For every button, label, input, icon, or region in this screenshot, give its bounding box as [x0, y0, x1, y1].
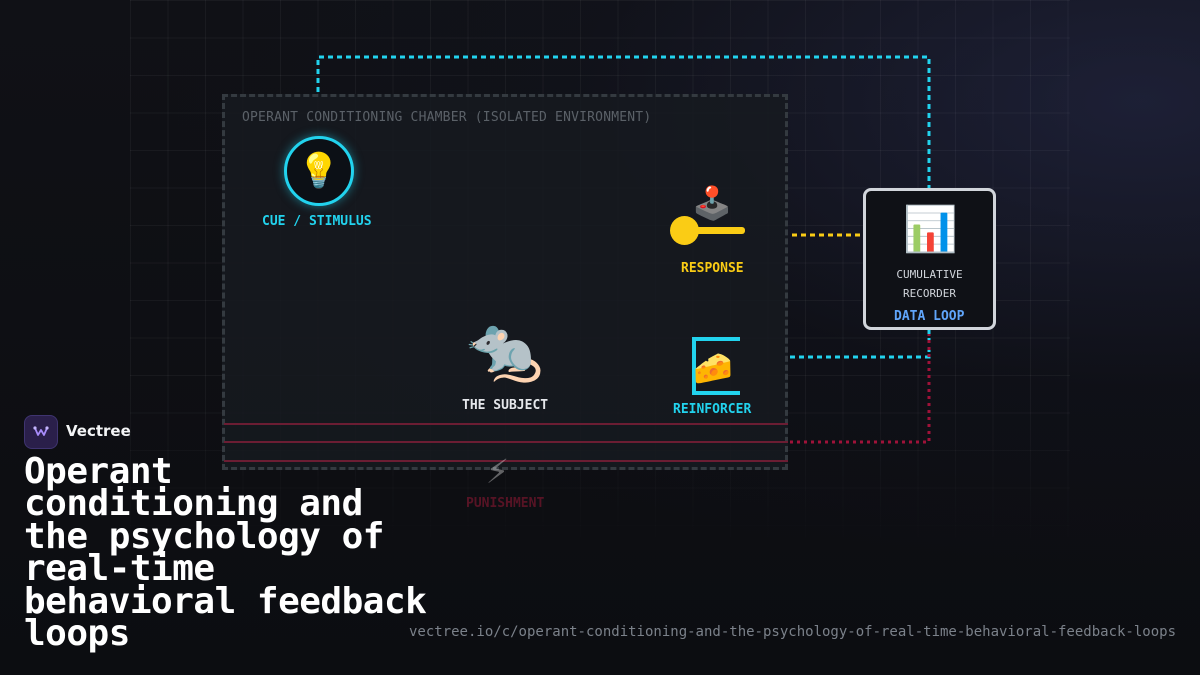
cumulative-recorder-box	[863, 188, 996, 330]
chamber-label: OPERANT CONDITIONING CHAMBER (ISOLATED E…	[242, 110, 652, 125]
lever-arm	[692, 227, 745, 234]
rat-icon: 🐀	[466, 312, 544, 385]
lightbulb-icon: 💡	[297, 151, 341, 191]
brand-name[interactable]: Vectree	[66, 422, 131, 440]
page-title: Operant conditioning and the psychology …	[24, 451, 427, 655]
recorder-title-line1: CUMULATIVE	[896, 268, 963, 281]
recorder-title-line2: RECORDER	[903, 287, 956, 300]
subject-label: THE SUBJECT	[462, 398, 549, 413]
cue-node: 💡	[284, 136, 354, 206]
recorder-title: CUMULATIVE RECORDER	[866, 265, 993, 303]
lightning-icon: ⚡	[486, 448, 509, 492]
cheese-icon: 🧀	[693, 349, 733, 387]
page-url[interactable]: vectree.io/c/operant-conditioning-and-th…	[408, 624, 1176, 640]
bar-chart-icon: 📊	[903, 204, 958, 255]
joystick-icon: 🕹️	[692, 184, 732, 222]
punishment-label: PUNISHMENT	[466, 496, 545, 511]
tree-logo-icon	[33, 426, 49, 436]
reinforcer-label: REINFORCER	[673, 402, 752, 417]
food-dispenser	[692, 337, 740, 395]
cue-label: CUE / STIMULUS	[262, 214, 372, 229]
data-loop-label: DATA LOOP	[894, 309, 965, 324]
vectree-logo-icon[interactable]	[24, 415, 58, 449]
response-label: RESPONSE	[681, 261, 744, 276]
